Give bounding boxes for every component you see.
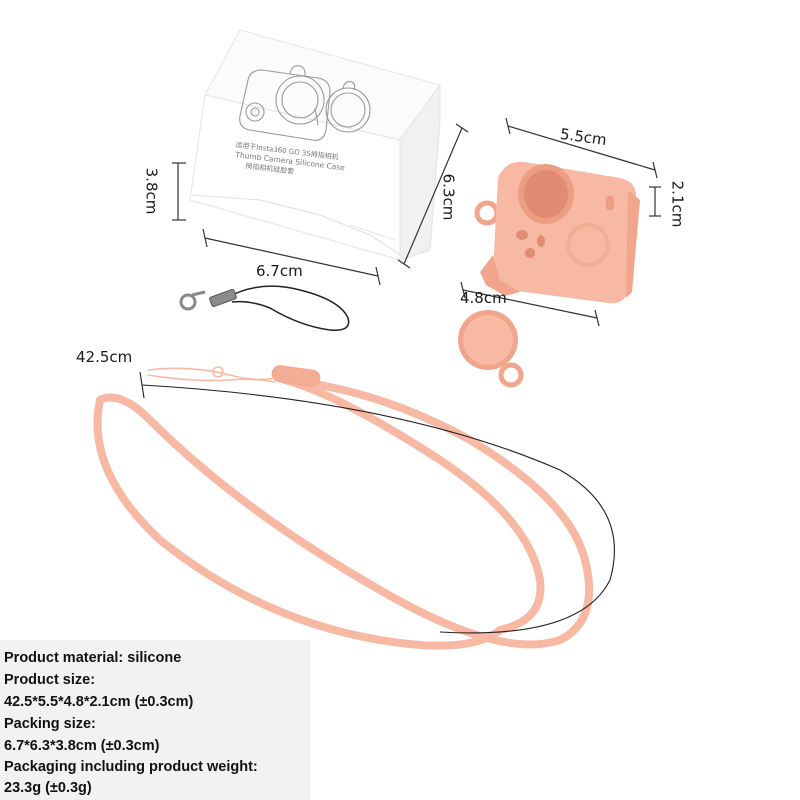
box-dimension-lines: [172, 123, 469, 286]
product-size-label: Product size:: [4, 672, 96, 688]
lens-cap: [458, 310, 524, 388]
box-width-label: 6.7cm: [256, 262, 303, 280]
packing-size-value: 6.7*6.3*3.8cm (±0.3cm): [4, 738, 160, 754]
product-size-value: 42.5*5.5*4.8*2.1cm (±0.3cm): [4, 694, 194, 710]
box-depth-label: 6.3cm: [439, 173, 458, 221]
lanyard: [93, 365, 594, 650]
lanyard-length-label: 42.5cm: [76, 348, 133, 366]
case-height-label: 4.8cm: [460, 289, 507, 307]
product-info-panel: Product material: silicone Product size:…: [0, 640, 310, 800]
packaging-box: [189, 29, 441, 261]
weight-label: Packaging including product weight:: [4, 759, 258, 775]
packing-size-label: Packing size:: [4, 716, 96, 732]
box-height-label: 3.8cm: [142, 167, 161, 215]
case-dimension-lines: [460, 117, 661, 327]
case-depth-label: 2.1cm: [668, 180, 687, 228]
wrist-strap: [179, 285, 350, 331]
silicone-case: [474, 161, 640, 304]
weight-value: 23.3g (±0.3g): [4, 780, 92, 796]
box-camera-illustration: [239, 65, 371, 141]
material-text: Product material: silicone: [4, 650, 182, 666]
lanyard-length-line: [139, 371, 615, 634]
